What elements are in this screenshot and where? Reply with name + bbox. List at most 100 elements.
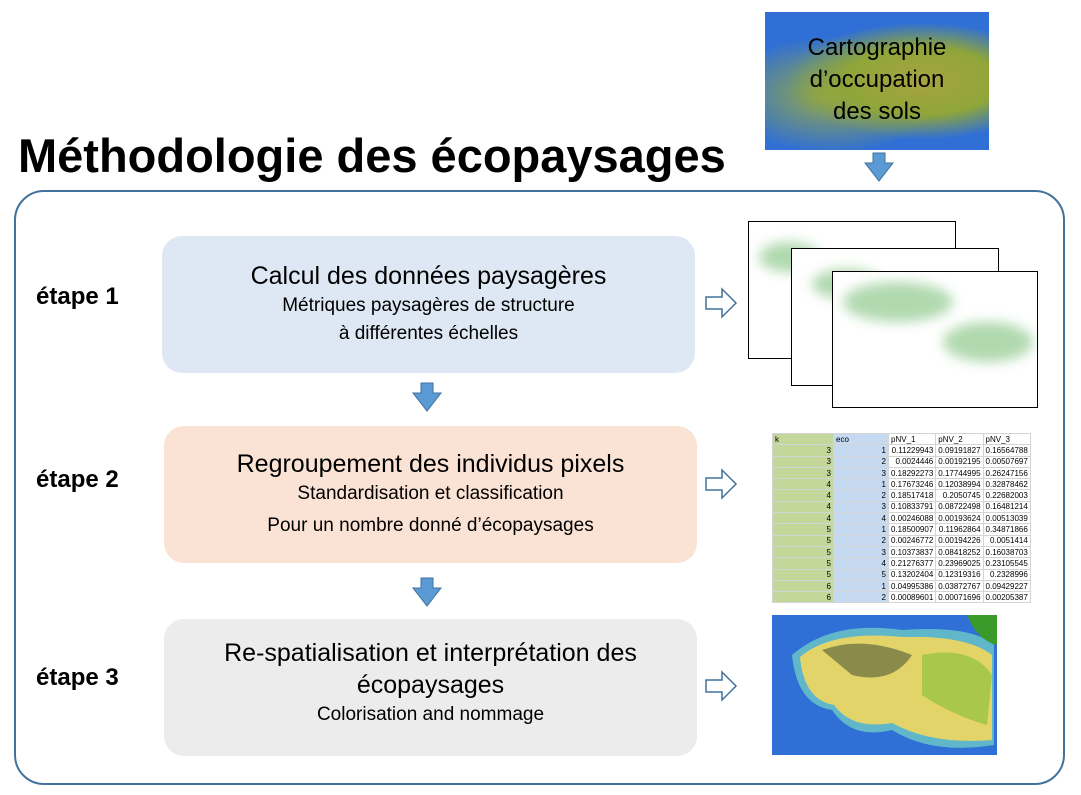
table-cell: 3 [833,545,889,559]
table-cell: 0.00089601 [887,591,937,604]
table-cell: 1 [833,444,889,457]
table-cell: 2 [833,489,889,502]
table-cell: 0.00071696 [935,591,984,604]
table-cell: 0.00205387 [982,591,1031,604]
right-arrow-icon [705,287,738,319]
table-cell: 0.00194226 [935,534,984,547]
header-cell: pNV_3 [982,432,1031,446]
table-cell: 6 [772,579,834,593]
table-cell: 3 [833,466,889,480]
header-cell: eco [833,432,889,446]
table-cell: 0.16038703 [982,545,1031,559]
header-cell: pNV_2 [935,432,984,446]
table-cell: 5 [833,568,889,581]
table-cell: 0.04995386 [887,579,937,593]
table-cell: 0.00246088 [887,512,937,525]
table-cell: 2 [833,591,889,604]
table-cell: 0.12319316 [935,568,984,581]
table-cell: 0.18500907 [887,523,937,536]
table-cell: 4 [772,500,834,514]
table-cell: 3 [833,500,889,514]
table-cell: 0.12038994 [935,478,984,491]
table-cell: 0.16481214 [982,500,1031,514]
table-cell: 1 [833,523,889,536]
table-cell: 4 [772,478,834,491]
table-cell: 0.10373837 [887,545,937,559]
table-header: k eco pNV_1 pNV_2 pNV_3 [772,432,1031,446]
table-cell: 4 [833,512,889,525]
table-cell: 1 [833,579,889,593]
table-cell: 1 [833,478,889,491]
table-cell: 5 [772,568,834,581]
table-cell: 0.09191827 [935,444,984,457]
right-arrow-icon [705,670,738,702]
methodology-frame [14,190,1065,785]
step-sub: Métriques paysagères de structure [282,295,575,316]
table-cell: 0.08418252 [935,545,984,559]
table-cell: 3 [772,455,834,468]
table-cell: 0.13202404 [887,568,937,581]
step-1-label: étape 1 [36,283,119,310]
down-arrow-icon [863,152,895,182]
table-cell: 0.0024446 [887,455,937,468]
step-2-label: étape 2 [36,466,119,493]
table-cell: 0.23969025 [935,557,984,570]
table-cell: 5 [772,557,834,570]
table-cell: 0.00246772 [887,534,937,547]
table-cell: 0.22682003 [982,489,1031,502]
table-cell: 5 [772,523,834,536]
header-cell: k [772,432,834,446]
table-cell: 0.32878462 [982,478,1031,491]
step-heading: Regroupement des individus pixels [236,450,625,478]
table-cell: 4 [772,489,834,502]
table-cell: 0.00507697 [982,455,1031,468]
table-cell: 0.00192195 [935,455,984,468]
map-label-line: Cartographie [807,34,947,61]
table-cell: 0.18292273 [887,466,937,480]
table-cell: 0.16564788 [982,444,1031,457]
down-arrow-icon [411,382,443,412]
table-cell: 4 [772,512,834,525]
table-cell: 0.2050745 [935,489,984,502]
table-cell: 0.10833791 [887,500,937,514]
map-label-line: des sols [832,98,922,125]
table-cell: 0.11962864 [935,523,984,536]
table-cell: 0.26247156 [982,466,1031,480]
table-cell: 3 [772,444,834,457]
table-cell: 2 [833,455,889,468]
table-cell: 6 [772,591,834,604]
table-cell: 0.18517418 [887,489,937,502]
table-cell: 0.09429227 [982,579,1031,593]
step-3-label: étape 3 [36,664,119,691]
metric-map [832,271,1038,408]
down-arrow-icon [411,577,443,607]
table-cell: 0.00193624 [935,512,984,525]
page-title: Méthodologie des écopaysages [18,129,726,182]
step-3-box: Re-spatialisation et interprétation des … [164,619,697,756]
step-sub: Colorisation and nommage [316,704,545,725]
step-2-box: Regroupement des individus pixels Standa… [164,426,697,563]
step-sub: Standardisation et classification [297,483,564,504]
table-cell: 4 [833,557,889,570]
header-cell: pNV_1 [887,432,937,446]
table-cell: 0.34871866 [982,523,1031,536]
table-cell: 0.11229943 [887,444,937,457]
step-heading: Calcul des données paysagères [250,262,607,290]
table-cell: 2 [833,534,889,547]
table-cell: 0.2328996 [982,568,1031,581]
table-cell: 5 [772,534,834,547]
table-cell: 0.00513039 [982,512,1031,525]
